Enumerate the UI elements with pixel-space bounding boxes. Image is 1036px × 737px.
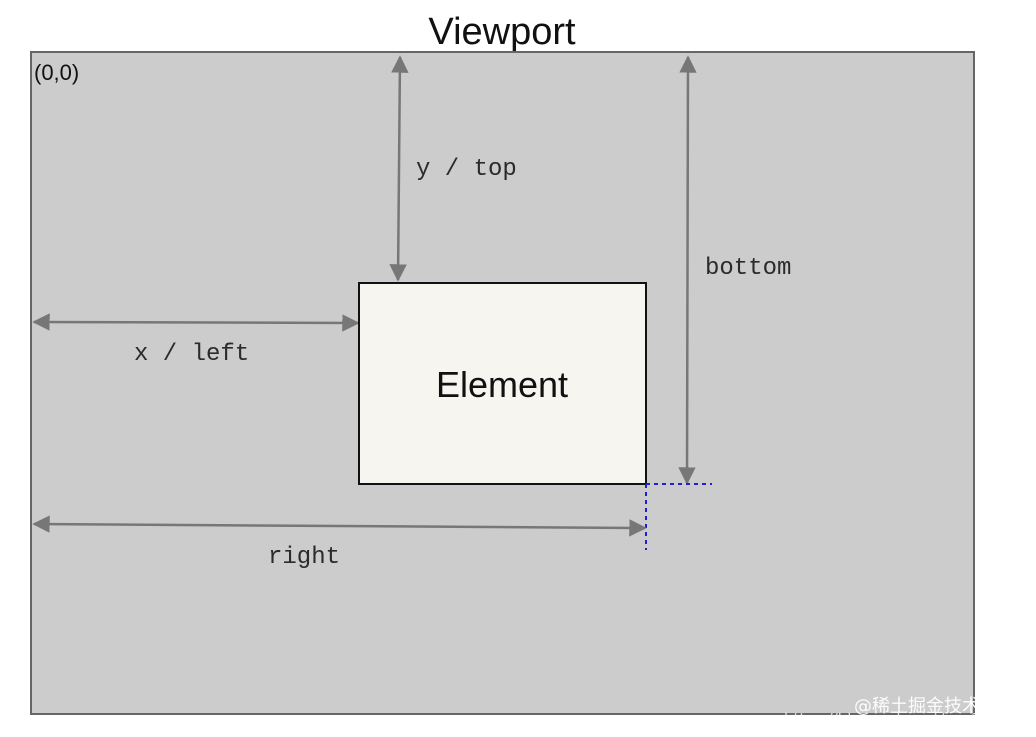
bottom-distance-label: bottom	[705, 255, 791, 282]
right-distance-label: right	[268, 544, 340, 571]
left-distance-label: x / left	[134, 341, 249, 368]
element-box	[358, 282, 647, 485]
origin-label: (0,0)	[34, 60, 79, 85]
watermark-brand: @稀土掘金技术社区	[854, 696, 1016, 717]
watermark-url: https://blog.csdn.net/qq_38259997	[784, 710, 1036, 729]
viewport-title: Viewport	[428, 11, 576, 53]
top-distance-arrow	[389, 55, 409, 282]
element-label: Element	[436, 364, 568, 405]
top-distance-label: y / top	[416, 156, 517, 183]
left-distance-arrow	[32, 313, 360, 332]
right-distance-arrow	[32, 515, 647, 537]
bottom-distance-arrow	[678, 55, 697, 485]
